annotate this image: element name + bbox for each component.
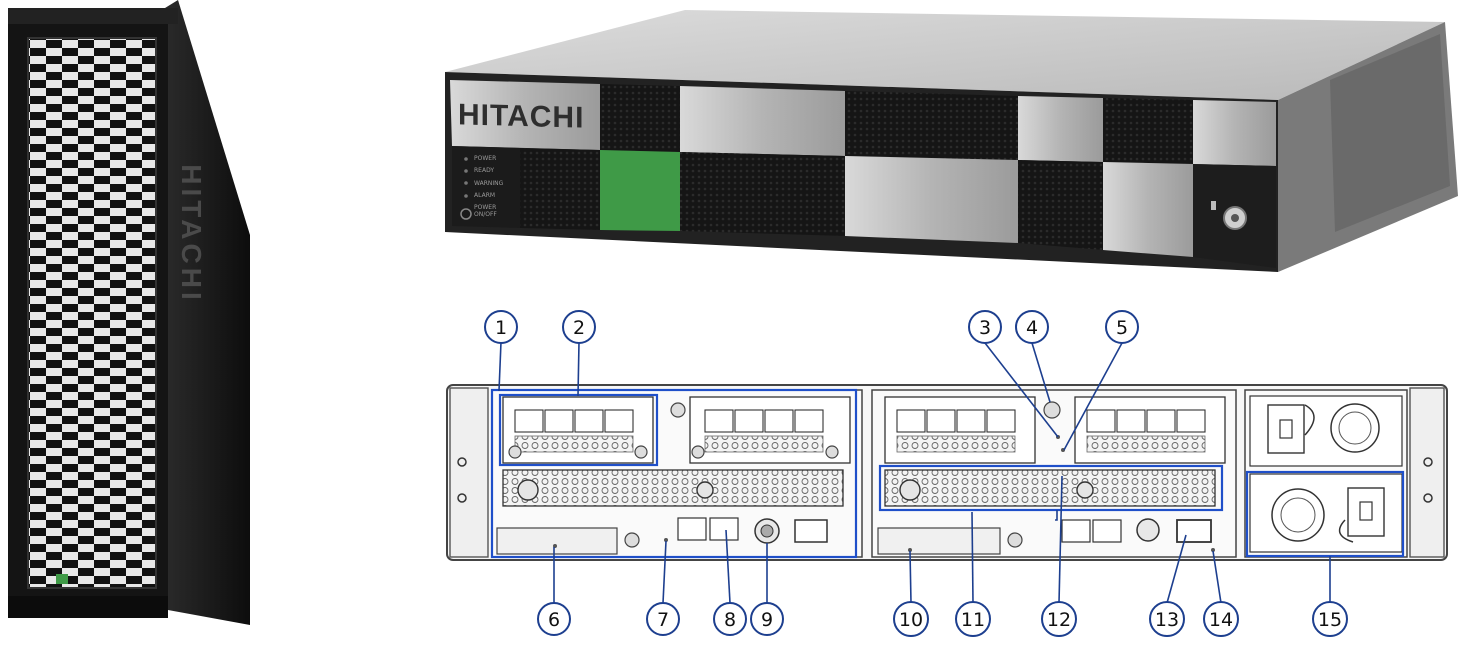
svg-text:14: 14	[1209, 609, 1233, 631]
controller-1	[491, 389, 863, 558]
svg-text:10: 10	[899, 609, 923, 631]
callout-3: 3	[968, 310, 1002, 344]
led-label-warning: WARNING	[474, 179, 504, 187]
svg-text:1: 1	[495, 317, 507, 339]
led-label-power-onoff: POWER ON/OFF	[474, 204, 497, 219]
callout-4: 4	[1015, 310, 1049, 344]
callout-12: 12	[1041, 601, 1077, 637]
rack-drive-pattern	[28, 38, 156, 588]
highlight-controller-vent	[878, 464, 1224, 512]
svg-text:7: 7	[657, 609, 669, 631]
callout-6: 6	[537, 602, 571, 636]
callout-15: 15	[1312, 601, 1348, 637]
chassis-lid	[445, 10, 1445, 100]
svg-text:15: 15	[1318, 609, 1342, 631]
callout-14: 14	[1203, 601, 1239, 637]
svg-text:4: 4	[1026, 317, 1038, 339]
svg-text:8: 8	[724, 609, 736, 631]
led-label-power: POWER	[474, 155, 497, 162]
callout-7: 7	[646, 602, 680, 636]
svg-text:6: 6	[548, 609, 560, 631]
svg-text:2: 2	[573, 317, 585, 339]
callout-2: 2	[562, 310, 596, 344]
power-supplies	[1244, 389, 1408, 558]
rack-green-module	[56, 574, 68, 584]
callout-5: 5	[1105, 310, 1139, 344]
svg-text:13: 13	[1155, 609, 1179, 631]
svg-text:5: 5	[1116, 317, 1128, 339]
callout-leaders	[498, 341, 1331, 604]
callout-10: 10	[893, 601, 929, 637]
svg-text:3: 3	[979, 317, 991, 339]
callout-13: 13	[1149, 601, 1185, 637]
highlight-psu	[1245, 470, 1405, 558]
logo-panel	[450, 80, 600, 150]
highlight-controller-1	[490, 388, 858, 559]
controller-2	[871, 389, 1237, 558]
svg-text:11: 11	[961, 609, 985, 631]
power-button-icon	[460, 208, 472, 220]
led-label-alarm: ALARM	[474, 191, 496, 199]
led-panel	[452, 146, 520, 228]
led-label-ready: READY	[474, 167, 495, 175]
callout-11: 11	[955, 601, 991, 637]
callout-1: 1	[484, 310, 518, 344]
front-led-labels: POWER READY WARNING ALARM POWER ON/OFF	[474, 153, 508, 218]
front-green-bezel	[600, 150, 680, 231]
callout-8: 8	[713, 602, 747, 636]
svg-text:12: 12	[1047, 609, 1071, 631]
rack-side-panel	[165, 0, 250, 625]
svg-text:9: 9	[761, 609, 773, 631]
callout-9: 9	[750, 602, 784, 636]
